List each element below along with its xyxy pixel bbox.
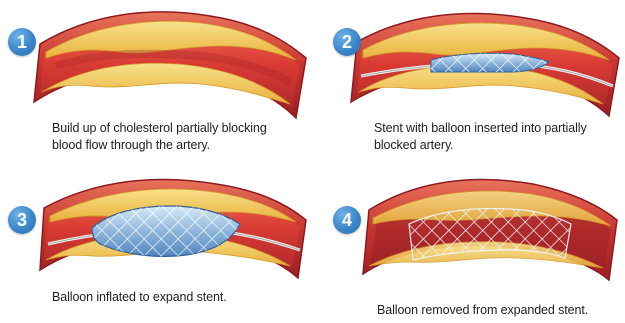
caption-line: Balloon inflated to expand stent.	[52, 289, 227, 306]
step-badge-2: 2	[333, 28, 361, 56]
caption-line: blocked artery.	[374, 137, 587, 154]
caption-line: Stent with balloon inserted into partial…	[374, 120, 587, 137]
step-panel-1: 1 Build up of cholesterol partially bloc…	[0, 0, 312, 161]
step-4-caption: Balloon removed from expanded stent.	[377, 302, 588, 319]
step-3-caption: Balloon inflated to expand stent.	[52, 289, 227, 306]
artery-illustration-4	[313, 162, 625, 323]
step-panel-2: 2 Stent with balloon inserted into parti…	[313, 0, 625, 161]
step-2-caption: Stent with balloon inserted into partial…	[374, 120, 587, 154]
caption-line: blood flow through the artery.	[52, 137, 267, 154]
caption-line: Balloon removed from expanded stent.	[377, 302, 588, 319]
step-panel-3: 3 Balloon inflated to expand stent.	[0, 162, 312, 323]
step-badge-4: 4	[333, 206, 361, 234]
step-panel-4: 4 Balloon removed from expanded stent.	[313, 162, 625, 323]
step-1-caption: Build up of cholesterol partially blocki…	[52, 120, 267, 154]
caption-line: Build up of cholesterol partially blocki…	[52, 120, 267, 137]
step-badge-1: 1	[8, 28, 36, 56]
step-badge-3: 3	[8, 206, 36, 234]
